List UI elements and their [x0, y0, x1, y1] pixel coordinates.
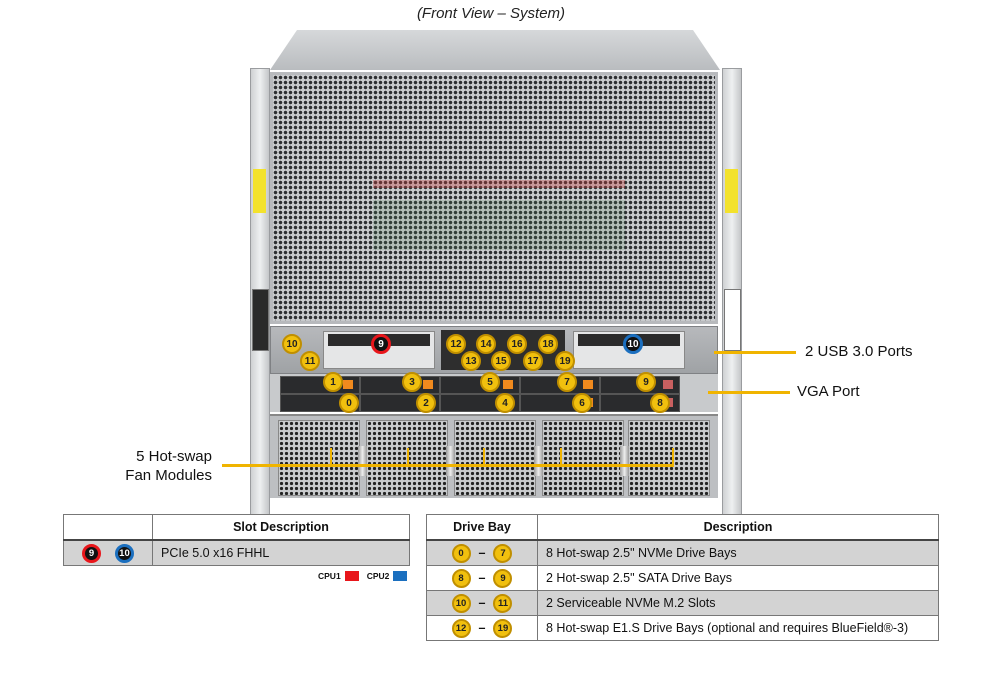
badge-drive: 0 [339, 393, 359, 413]
badge-e1s: 14 [476, 334, 496, 354]
usb-callout-label: 2 USB 3.0 Ports [805, 343, 913, 360]
figure-title: (Front View – System) [416, 5, 566, 22]
table-row: 8–9 2 Hot-swap 2.5" SATA Drive Bays [426, 565, 939, 591]
slot-table: Slot Description 9 10 PCIe 5.0 x16 FHHL [63, 514, 410, 566]
fan-module [278, 420, 360, 496]
table-row: 0–7 8 Hot-swap 2.5" NVMe Drive Bays [426, 539, 939, 566]
badge-e1s: 18 [538, 334, 558, 354]
badge-drive: 2 [416, 393, 436, 413]
table-row: 9 10 PCIe 5.0 x16 FHHL [63, 539, 410, 566]
badge-drive: 8 [650, 393, 670, 413]
fan-module [542, 420, 624, 496]
left-rack-ear [250, 68, 270, 530]
cpu1-swatch [344, 571, 359, 581]
cpu2-swatch [393, 571, 408, 581]
vga-callout-label: VGA Port [797, 383, 860, 400]
badge-pcie-9: 9 [371, 334, 391, 354]
fan-callout-label: 5 Hot-swap Fan Modules [125, 448, 212, 484]
server-front-image [248, 30, 744, 530]
badge-drive: 5 [480, 372, 500, 392]
badge-pcie-10: 10 [623, 334, 643, 354]
badge-drive: 3 [402, 372, 422, 392]
usb-callout-line [714, 351, 796, 354]
badge-m2-10: 10 [282, 334, 302, 354]
table-row: 12–19 8 Hot-swap E1.S Drive Bays (option… [426, 615, 939, 641]
fan-modules [270, 414, 718, 498]
vga-callout-line [708, 391, 790, 394]
badge-drive: 7 [557, 372, 577, 392]
warning-label [725, 169, 738, 213]
badge-drive: 1 [323, 372, 343, 392]
warning-label [253, 169, 266, 213]
badge-e1s: 12 [446, 334, 466, 354]
table-row: 10–11 2 Serviceable NVMe M.2 Slots [426, 590, 939, 616]
fan-module [628, 420, 710, 496]
badge-e1s: 17 [523, 351, 543, 371]
badge-e1s: 16 [507, 334, 527, 354]
badge-drive: 9 [636, 372, 656, 392]
badge-e1s: 19 [555, 351, 575, 371]
right-rack-ear [722, 68, 742, 530]
badge-e1s: 13 [461, 351, 481, 371]
fan-module [454, 420, 536, 496]
chassis-top [270, 30, 720, 70]
badge-e1s: 15 [491, 351, 511, 371]
badge-drive: 4 [495, 393, 515, 413]
badge-m2-11: 11 [300, 351, 320, 371]
badge-drive: 6 [572, 393, 592, 413]
fan-callout-line [222, 464, 674, 467]
cpu-legend: CPU1 CPU2 [318, 571, 411, 581]
gpu-bay-grille [270, 72, 718, 324]
handle-pad [252, 289, 269, 351]
brand-label [724, 289, 741, 351]
